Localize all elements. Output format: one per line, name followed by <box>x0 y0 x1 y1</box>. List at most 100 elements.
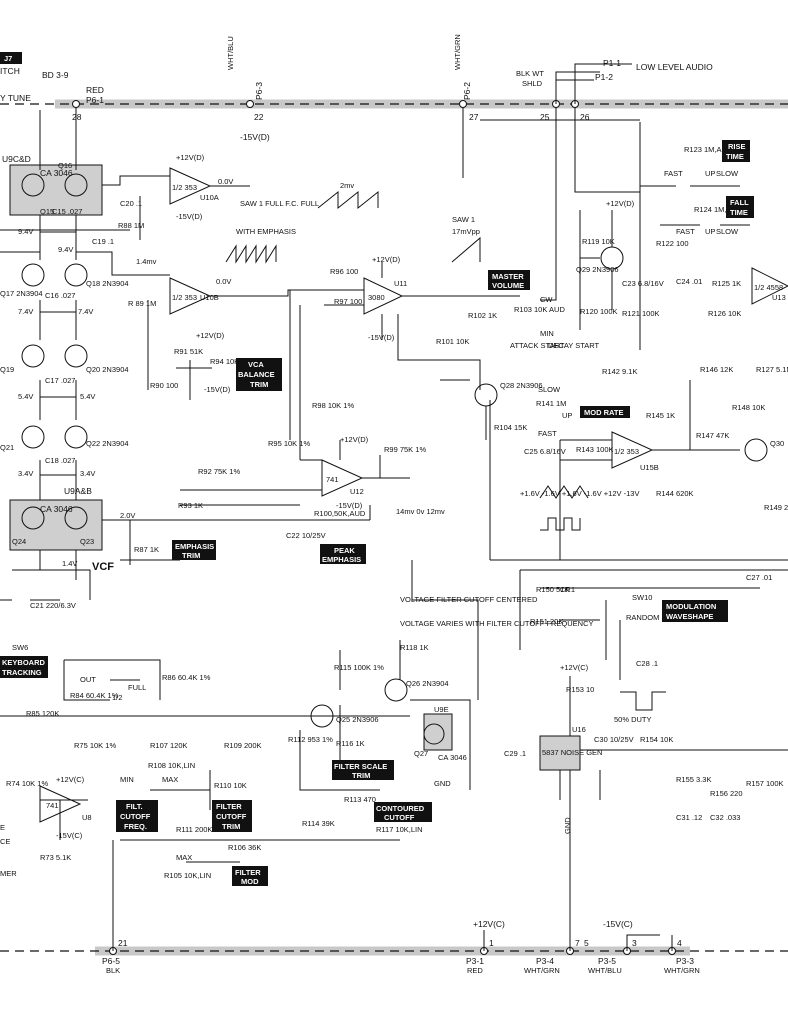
r108-label: R108 10K,LIN <box>148 761 195 770</box>
vca-balance-trim-1: VCA <box>248 360 264 369</box>
ca3046-e: CA 3046 <box>438 753 467 762</box>
c15-label: C15 .027 <box>52 207 82 216</box>
rise-time-1: RISE <box>728 142 746 151</box>
q21-label: Q21 <box>0 443 14 452</box>
p6-5-pin: 21 <box>118 938 128 948</box>
r148-label: R148 10K <box>732 403 765 412</box>
r157-label: R157 100K <box>746 779 784 788</box>
attack-start: ATTACK START <box>510 341 565 350</box>
decay-start: DECAY START <box>548 341 600 350</box>
q23-label: Q23 <box>80 537 94 546</box>
p3-1-supply: +12V(C) <box>473 919 505 929</box>
vca-balance-trim-3: TRIM <box>250 380 268 389</box>
q28-area <box>440 210 624 440</box>
keyboard-tracking-1: KEYBOARD <box>2 658 46 667</box>
q26-label: Q26 2N3904 <box>406 679 449 688</box>
r96-label: R96 100 <box>330 267 358 276</box>
q20-label: Q20 2N3904 <box>86 365 129 374</box>
slow-rise: SLOW <box>716 169 739 178</box>
op741-u8: 741 <box>46 801 59 810</box>
fast-mod: FAST <box>538 429 557 438</box>
p3-3-supply: -15V(C) <box>603 919 633 929</box>
u9c-label: U9C&D <box>2 154 31 164</box>
r73-label: R73 5.1K <box>40 853 71 862</box>
q17-label: Q17 2N3904 <box>0 289 43 298</box>
r109-label: R109 200K <box>224 741 262 750</box>
r114-label: R114 39K <box>302 819 335 828</box>
slow-mod: SLOW <box>538 385 561 394</box>
r104-label: R104 15K <box>494 423 527 432</box>
c23-label: C23 6.8/16V <box>622 279 664 288</box>
q15-label: Q15 <box>40 207 54 216</box>
bottom-harness <box>0 946 788 956</box>
slow-fall: SLOW <box>716 227 739 236</box>
r144-label: R144 620K <box>656 489 694 498</box>
saw-waveforms <box>225 190 481 264</box>
u10a-minus: -15V(D) <box>176 212 203 221</box>
p6-1-ref: P6-1 <box>86 95 104 105</box>
c19-label: C19 .1 <box>92 237 114 246</box>
q24-label: Q24 <box>12 537 26 546</box>
v34-right: 3.4V <box>80 469 95 478</box>
contoured-cutoff-1: CONTOURED <box>376 804 425 813</box>
c17-label: C17 .027 <box>45 376 75 385</box>
r91-label: R91 51K <box>174 347 203 356</box>
pin-4: 4 <box>677 938 682 948</box>
filt-cutoff-freq-3: FREQ. <box>124 822 147 831</box>
p6-3-pin: 22 <box>254 112 264 122</box>
triangle-wave <box>539 485 589 499</box>
half-label: 1/2 <box>112 693 122 702</box>
max-cutoff: MAX <box>162 775 178 784</box>
u12-plus: +12V(D) <box>340 435 369 444</box>
c30-label: C30 10/25V <box>594 735 634 744</box>
op4558: 1/2 4558 <box>754 283 783 292</box>
up-rise: UP <box>705 169 715 178</box>
saw-full-note: SAW 1 FULL F.C. FULL <box>240 199 319 208</box>
filt-cutoff-freq-2: CUTOFF <box>120 812 151 821</box>
c28-label: C28 .1 <box>636 659 658 668</box>
c32-label: C32 .033 <box>710 813 740 822</box>
op741-u12: 741 <box>326 475 339 484</box>
fast-fall: FAST <box>676 227 695 236</box>
c20-label: C20 .1 <box>120 199 142 208</box>
op353-b: 1/2 353 <box>172 293 197 302</box>
full-label: FULL <box>128 683 146 692</box>
r94-label: R94 10K <box>210 357 239 366</box>
r119-label: R119 10K <box>582 237 615 246</box>
p6-2-wire: WHT/GRN <box>453 34 462 70</box>
r102-label: R102 1K <box>468 311 497 320</box>
modulation-waveshape-1: MODULATION <box>666 602 716 611</box>
top-harness <box>0 99 788 109</box>
r151-label: R151 20K <box>530 617 563 626</box>
c27-label: C27 .01 <box>746 573 772 582</box>
p3-4-ref: P3-4 <box>536 956 554 966</box>
gnd-u9e: GND <box>434 779 451 788</box>
r95-label: R95 10K 1% <box>268 439 310 448</box>
r84-label: R84 60.4K 1% <box>70 691 119 700</box>
u11-minus: -15V(D) <box>368 333 395 342</box>
wave-levels: +1.6V -1.6V +1.6V -1.6V +12V -13V <box>520 489 639 498</box>
q29-label: Q29 2N3906 <box>576 265 619 274</box>
saw1-note: SAW 1 <box>452 215 475 224</box>
peak-emphasis-2: EMPHASIS <box>322 555 361 564</box>
q18-label: Q18 2N3904 <box>86 279 129 288</box>
pin-3: 3 <box>632 938 637 948</box>
q28-label: Q28 2N3906 <box>500 381 543 390</box>
filter-mod-2: MOD <box>241 877 259 886</box>
filter-mod-1: FILTER <box>235 868 261 877</box>
p3-5-pin: 5 <box>584 938 589 948</box>
p12vd-q29: +12V(D) <box>606 199 635 208</box>
low-level-audio-label: LOW LEVEL AUDIO <box>636 62 713 72</box>
m15vd-vca: -15V(D) <box>204 385 231 394</box>
u16-label: U16 <box>572 725 586 734</box>
p1-1-label: P1-1 <box>603 58 621 68</box>
v20-label: 2.0V <box>120 511 135 520</box>
bd-label: BD 3-9 <box>42 70 69 80</box>
v74-right: 7.4V <box>78 307 93 316</box>
contoured-cutoff-2: CUTOFF <box>384 813 415 822</box>
c24-label: C24 .01 <box>676 277 702 286</box>
q19-label: Q19 <box>0 365 14 374</box>
r150-label: R150 51K <box>536 585 569 594</box>
fast-rise: FAST <box>664 169 683 178</box>
p3-4-wire: WHT/GRN <box>524 966 560 975</box>
